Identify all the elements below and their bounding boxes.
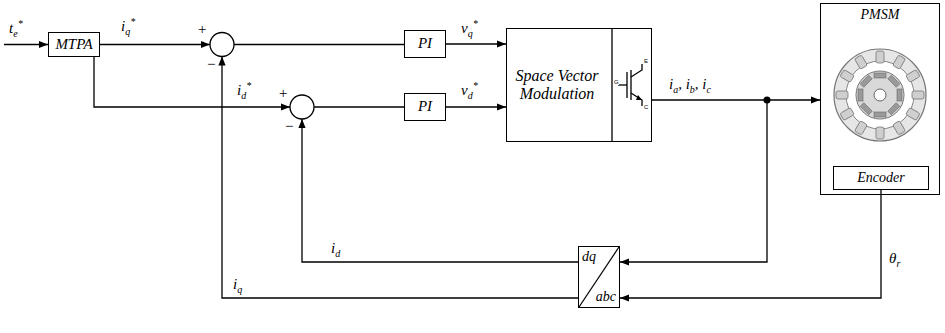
connector-layer (446, 44, 881, 298)
iq-reference-wire (100, 44, 210, 45)
inverter-divider (611, 28, 612, 142)
sign-label: − (283, 118, 295, 135)
rotor-magnet (860, 75, 872, 87)
signal-label: vq* (460, 20, 479, 37)
sign-label: + (277, 85, 289, 102)
iq-error-wire (234, 44, 404, 45)
rotor-magnet (860, 103, 872, 115)
igbt-gate (618, 84, 627, 85)
stator-slot (893, 121, 906, 135)
stator-slot (893, 55, 906, 69)
sign-label: − (205, 56, 217, 73)
rotor-magnet (874, 112, 886, 117)
signal-label: iq (232, 276, 243, 293)
rotor-magnet (888, 103, 900, 115)
igbt-gate-plate (626, 72, 627, 98)
signal-label: id (330, 240, 341, 257)
rotor (856, 71, 904, 119)
stator-outline (834, 49, 926, 141)
stator-slot (912, 91, 924, 99)
signal-connector (446, 106, 506, 107)
stator-slot (836, 91, 848, 99)
igbt-lead (631, 93, 642, 106)
summing-junction (290, 95, 314, 119)
stator-slot (855, 55, 868, 69)
mtpa-block: MTPA (48, 32, 100, 57)
layout-wires (4, 28, 926, 298)
signal-connector (620, 190, 881, 298)
signal-label: θr (888, 250, 901, 267)
stator-slot (840, 108, 854, 121)
transform-label: dq (582, 249, 596, 265)
igbt-arrow (636, 95, 642, 100)
encoder-box: Encoder (833, 166, 929, 190)
pi-controller: PI (404, 93, 446, 121)
summing-junction (210, 33, 234, 57)
block-label: PMSM (861, 7, 900, 23)
signal-connector (652, 99, 820, 100)
stator-slot (840, 70, 854, 83)
block-label: Space Vector Modulation (507, 67, 607, 104)
pi-controller: PI (404, 30, 446, 58)
block-label: PI (418, 98, 432, 115)
stator-slot (855, 121, 868, 135)
rotor-magnet (874, 73, 886, 78)
svm-block: Space Vector Modulation (506, 28, 652, 142)
stator-slot (906, 70, 920, 83)
signal-connector (446, 43, 506, 44)
rotor-magnet (858, 89, 863, 101)
current-sense-wire (620, 100, 767, 262)
shaft (874, 89, 886, 101)
id-feedback-wire (302, 119, 578, 262)
torque-reference-wire (4, 44, 48, 45)
transform-label: abc (596, 289, 616, 305)
pin-label: G (614, 79, 619, 85)
rotor-magnet (897, 89, 902, 101)
pmsm-motor: Encoder PMSM (820, 3, 940, 195)
sign-label: + (196, 21, 208, 38)
signal-label: ia, ib, ic (668, 76, 712, 93)
signal-label: te* (8, 20, 24, 37)
signal-label: vd* (460, 82, 479, 99)
igbt-lead (631, 64, 642, 77)
dq-abc-transform: dq abc (578, 246, 620, 308)
igbt-channel (630, 70, 631, 100)
pin-label: E (644, 58, 648, 64)
stator-bore (846, 61, 914, 129)
signal-label: iq* (120, 18, 136, 35)
block-label: Encoder (857, 170, 904, 186)
pin-label: C (644, 104, 648, 110)
id-reference-wire (94, 57, 290, 107)
stator-slot (876, 51, 884, 63)
signal-label: id* (236, 82, 252, 99)
block-label: MTPA (55, 36, 92, 53)
stator-slot (876, 127, 884, 139)
id-error-wire (314, 106, 404, 107)
rotor-magnet (888, 75, 900, 87)
stator-slot (906, 108, 920, 121)
block-label: PI (418, 35, 432, 52)
